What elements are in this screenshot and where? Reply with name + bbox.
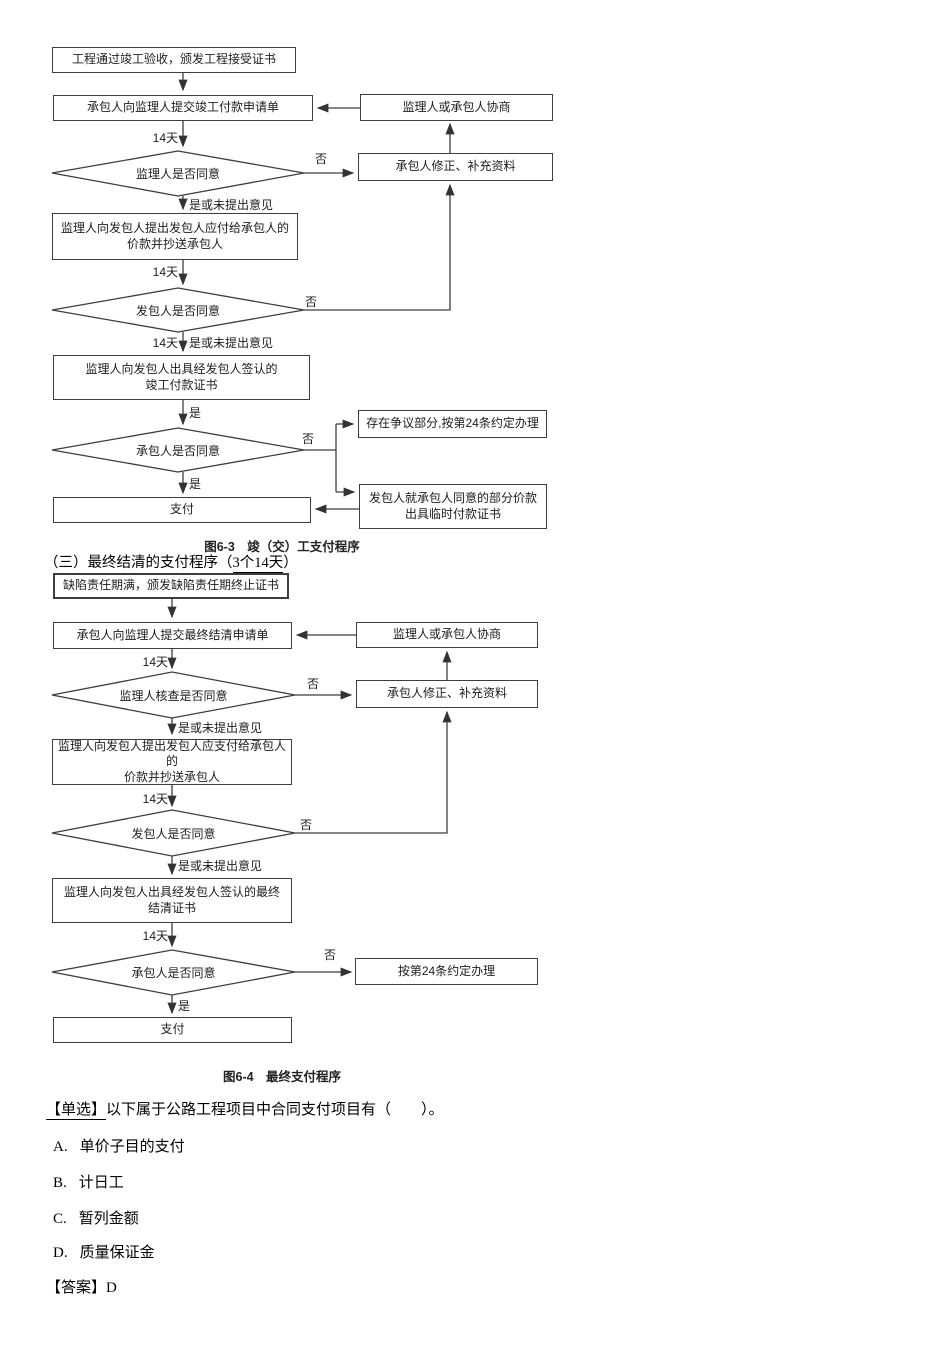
label-agree-or-silent: 是或未提出意见 bbox=[189, 336, 274, 350]
option-b-letter: B. bbox=[53, 1175, 67, 1191]
option-b: B. 计日工 bbox=[53, 1171, 124, 1192]
label-14-days: 14天 bbox=[152, 336, 178, 350]
section-heading-prefix: （三）最终结清的支付程序（ bbox=[44, 555, 233, 571]
figure-caption-6-3: 图6-3 竣（交）工支付程序 bbox=[204, 540, 360, 554]
option-c-letter: C. bbox=[53, 1211, 67, 1227]
label-yes: 是 bbox=[189, 406, 202, 420]
flow-box-propose-payment: 监理人向发包人提出发包人应付给承包人的 价款并抄送承包人 bbox=[52, 213, 298, 260]
option-c-text: 暂列金额 bbox=[78, 1211, 139, 1227]
flow-box-final-settlement-certificate: 监理人向发包人出具经发包人签认的最终 结清证书 bbox=[52, 878, 292, 923]
decision-contractor-agree: 承包人是否同意 bbox=[135, 443, 220, 458]
section-heading-suffix: ） bbox=[283, 555, 298, 571]
label-no: 否 bbox=[300, 818, 313, 832]
label-no: 否 bbox=[305, 295, 318, 309]
option-d: D. 质量保证金 bbox=[53, 1241, 155, 1262]
label-no: 否 bbox=[307, 677, 320, 691]
flow-box-interim-certificate: 发包人就承包人同意的部分价款 出具临时付款证书 bbox=[359, 484, 547, 529]
section-heading: （三）最终结清的支付程序（3个14天） bbox=[44, 551, 298, 573]
option-a-text: 单价子目的支付 bbox=[79, 1139, 185, 1155]
option-b-text: 计日工 bbox=[78, 1175, 124, 1191]
flow-box-dispute-clause24: 存在争议部分,按第24条约定办理 bbox=[358, 410, 547, 438]
label-14-days: 14天 bbox=[152, 265, 178, 279]
label-agree-or-silent: 是或未提出意见 bbox=[189, 198, 274, 212]
label-no: 否 bbox=[324, 948, 337, 962]
option-a-letter: A. bbox=[53, 1139, 68, 1155]
option-d-text: 质量保证金 bbox=[79, 1245, 155, 1261]
decision-employer-agree: 发包人是否同意 bbox=[131, 826, 216, 841]
decision-contractor-agree: 承包人是否同意 bbox=[131, 966, 216, 980]
section-heading-underlined: 3个14天 bbox=[232, 555, 284, 573]
flow-box-negotiate: 监理人或承包人协商 bbox=[360, 94, 553, 121]
flow-box-payment-certificate: 监理人向发包人出具经发包人签认的 竣工付款证书 bbox=[53, 355, 310, 400]
answer-line: 【答案】D bbox=[46, 1280, 117, 1296]
flow-box-revise-materials: 承包人修正、补充资料 bbox=[356, 680, 538, 708]
option-c: C. 暂列金额 bbox=[53, 1207, 139, 1228]
label-no: 否 bbox=[302, 432, 315, 446]
label-14-days: 14天 bbox=[152, 131, 178, 145]
flow-box-pay: 支付 bbox=[53, 497, 311, 523]
flow-box-propose-payment: 监理人向发包人提出发包人应支付给承包人的 价款并抄送承包人 bbox=[52, 739, 292, 785]
label-14-days: 14天 bbox=[142, 792, 168, 806]
decision-employer-agree: 发包人是否同意 bbox=[135, 303, 220, 318]
label-agree-or-silent: 是或未提出意见 bbox=[178, 859, 263, 873]
question-text: 以下属于公路工程项目中合同支付项目有（ ）。 bbox=[106, 1102, 444, 1118]
label-14-days: 14天 bbox=[142, 929, 168, 943]
flow-box-clause24: 按第24条约定办理 bbox=[355, 958, 538, 985]
label-yes: 是 bbox=[178, 999, 191, 1013]
flow-box-pay: 支付 bbox=[53, 1017, 292, 1043]
question-stem: 【单选】以下属于公路工程项目中合同支付项目有（ ）。 bbox=[46, 1098, 444, 1120]
flow-box-revise-materials: 承包人修正、补充资料 bbox=[358, 153, 553, 181]
option-d-letter: D. bbox=[53, 1245, 68, 1261]
decision-supervisor-agree: 监理人是否同意 bbox=[135, 167, 220, 181]
flow-box-acceptance-certificate: 工程通过竣工验收，颁发工程接受证书 bbox=[52, 47, 296, 73]
label-14-days: 14天 bbox=[142, 655, 168, 669]
label-yes: 是 bbox=[189, 477, 202, 491]
decision-supervisor-check-agree: 监理人核查是否同意 bbox=[119, 688, 228, 703]
figure-caption-6-4: 图6-4 最终支付程序 bbox=[222, 1070, 342, 1084]
flow-box-submit-final-settlement: 承包人向监理人提交最终结清申请单 bbox=[53, 622, 292, 649]
label-no: 否 bbox=[315, 152, 328, 166]
flow-box-defect-period-end: 缺陷责任期满，颁发缺陷责任期终止证书 bbox=[53, 573, 289, 599]
flow-box-negotiate: 监理人或承包人协商 bbox=[356, 622, 538, 648]
flow-box-submit-application: 承包人向监理人提交竣工付款申请单 bbox=[53, 95, 313, 121]
option-a: A. 单价子目的支付 bbox=[53, 1135, 185, 1156]
label-agree-or-silent: 是或未提出意见 bbox=[178, 721, 263, 735]
question-type-tag: 【单选】 bbox=[46, 1102, 107, 1120]
